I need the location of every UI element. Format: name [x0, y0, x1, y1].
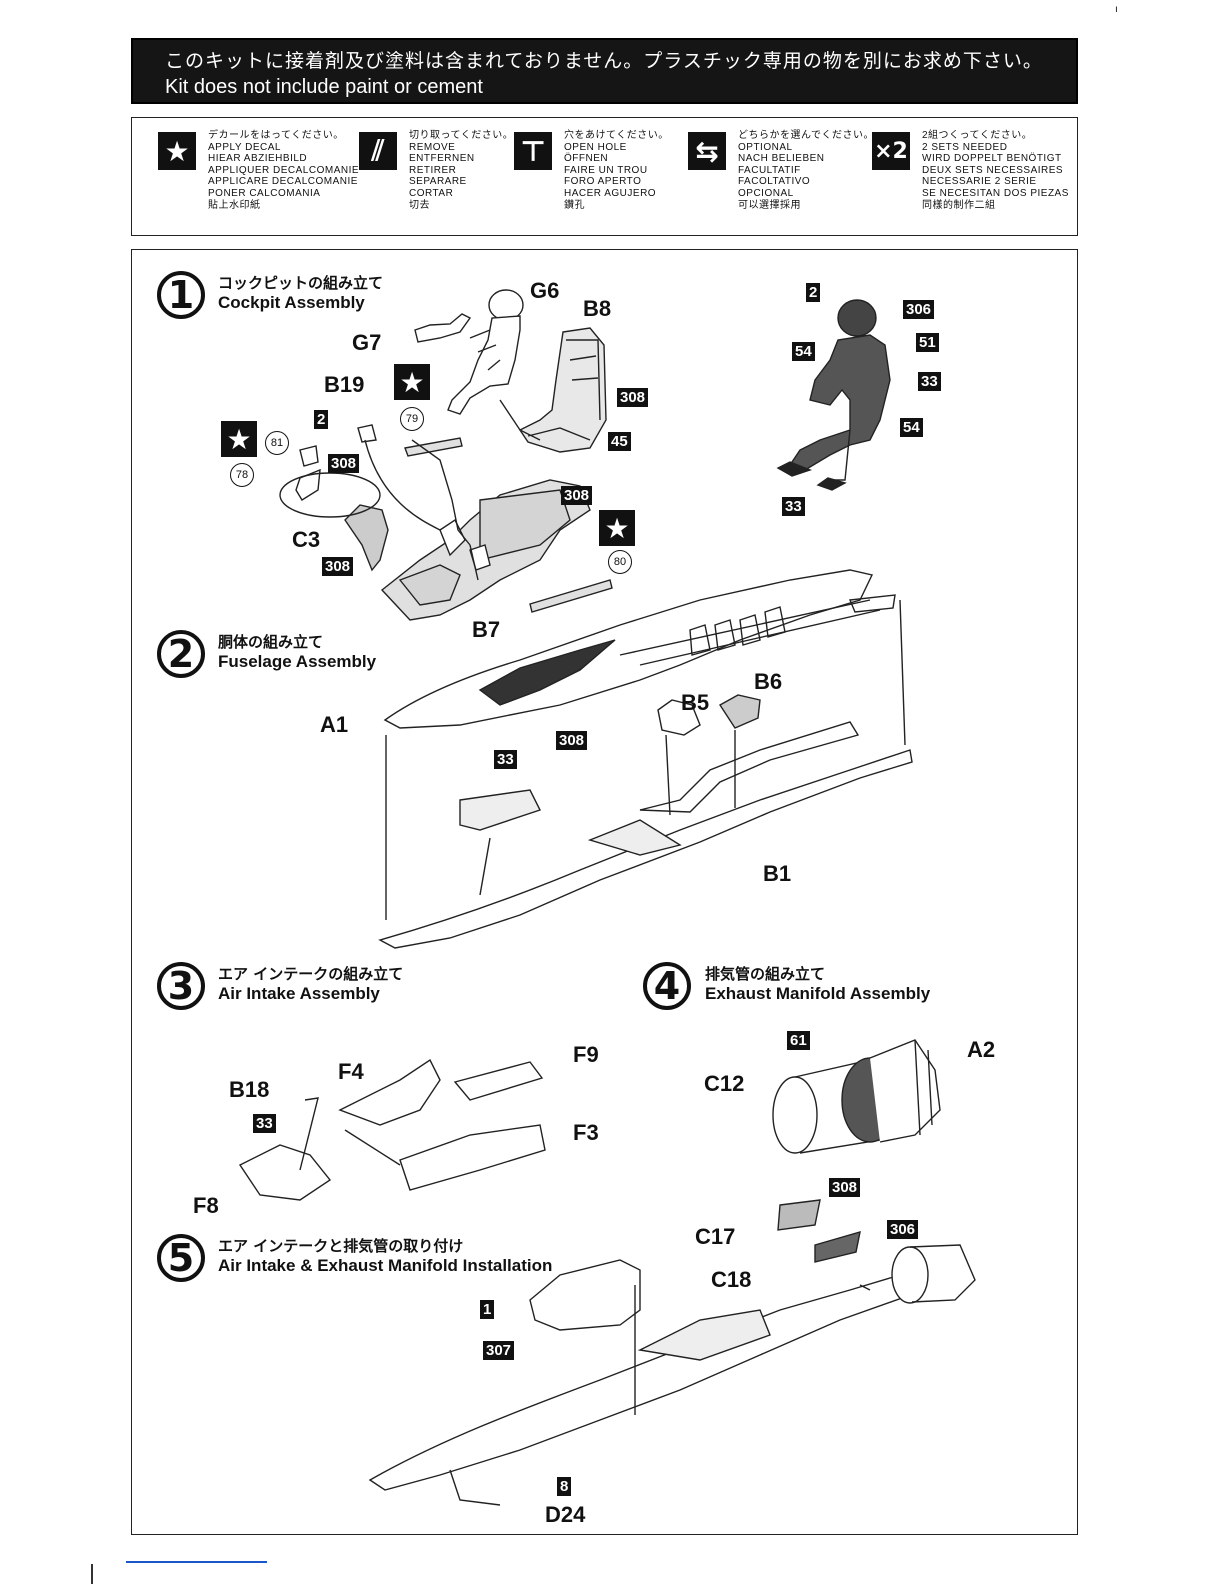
- step-number-3: 3: [157, 962, 205, 1010]
- part-label-g7: G7: [352, 330, 382, 355]
- part-label-a2: A2: [967, 1037, 996, 1062]
- paint-code: 308: [617, 388, 649, 407]
- part-label-a1: A1: [320, 712, 349, 737]
- paint-code: 308: [561, 486, 593, 505]
- part-label-g6: G6: [530, 278, 560, 303]
- star-icon: ★: [394, 364, 430, 400]
- banner-japanese: このキットに接着剤及び塗料は含まれておりません。プラスチック専用の物を別にお求め…: [165, 50, 1043, 72]
- part-label-d24: D24: [545, 1502, 586, 1527]
- part-label-c17: C17: [695, 1224, 736, 1249]
- knife-icon: ⫽: [359, 132, 397, 170]
- margin-mark: [91, 1564, 93, 1584]
- warning-banner: このキットに接着剤及び塗料は含まれておりません。プラスチック専用の物を別にお求め…: [131, 38, 1078, 104]
- part-label-f3: F3: [573, 1120, 599, 1145]
- x2-icon: ×2: [872, 132, 910, 170]
- page-mark: ı: [1115, 4, 1118, 15]
- part-label-f4: F4: [338, 1059, 364, 1084]
- paint-code: 308: [829, 1178, 861, 1197]
- pilot-figure-g6: [447, 289, 524, 415]
- paint-code: 54: [900, 418, 923, 437]
- decal-number: 78: [230, 463, 254, 487]
- part-label-f8: F8: [193, 1193, 219, 1218]
- final-fuselage-installation: [368, 1199, 976, 1506]
- part-label-b7: B7: [472, 617, 501, 642]
- bottom-rule: [126, 1561, 267, 1563]
- paint-code: 54: [792, 342, 815, 361]
- cockpit-tub-b7: [380, 479, 591, 621]
- exhaust-manifold: [772, 1039, 941, 1154]
- drill-icon: ⊤: [514, 132, 552, 170]
- arm-part-g7: [414, 313, 472, 343]
- star-icon: ★: [599, 510, 635, 546]
- paint-code: 308: [556, 731, 588, 750]
- paint-code: 308: [328, 454, 360, 473]
- paint-code: 306: [903, 300, 935, 319]
- decal-number: 80: [608, 550, 632, 574]
- paint-code: 306: [887, 1220, 919, 1239]
- part-label-b6: B6: [754, 669, 783, 694]
- paint-code: 307: [483, 1341, 515, 1360]
- paint-code: 1: [480, 1300, 495, 1319]
- step-number-2: 2: [157, 630, 205, 678]
- part-label-b1: B1: [763, 861, 792, 886]
- paint-code: 33: [782, 497, 805, 516]
- part-label-b8: B8: [583, 296, 612, 321]
- paint-code: 33: [253, 1114, 276, 1133]
- guide-line: [364, 439, 441, 531]
- optional-icon: ⇆: [688, 132, 726, 170]
- fuselage-upper-a1: [383, 569, 896, 729]
- step-number-5: 5: [157, 1234, 205, 1282]
- paint-code: 8: [557, 1477, 572, 1496]
- part-c3: [344, 504, 389, 572]
- part-label-c12: C12: [704, 1071, 745, 1096]
- paint-code: 33: [918, 372, 941, 391]
- banner-english: Kit does not include paint or cement: [165, 76, 483, 98]
- step-number-1: 1: [157, 271, 205, 319]
- stick-b19: [357, 424, 377, 443]
- star-icon: ★: [221, 421, 257, 457]
- part-label-b5: B5: [681, 690, 710, 715]
- paint-code: 45: [608, 432, 631, 451]
- air-intake-assembly: [238, 1058, 546, 1201]
- part-b6: [719, 694, 761, 729]
- paint-code: 33: [494, 750, 517, 769]
- ejection-seat-b8: [518, 327, 607, 453]
- part-b5: [657, 699, 701, 736]
- decal-number: 79: [400, 407, 424, 431]
- part-label-f9: F9: [573, 1042, 599, 1067]
- part-label-b18: B18: [229, 1077, 270, 1102]
- paint-code: 61: [787, 1031, 810, 1050]
- fuselage-lower-b1: [378, 721, 913, 949]
- star-icon: ★: [158, 132, 196, 170]
- part-label-b19: B19: [324, 372, 365, 397]
- decal-number: 81: [265, 431, 289, 455]
- instruction-frame: [131, 249, 1078, 1535]
- part-label-c3: C3: [292, 527, 321, 552]
- part-label-c18: C18: [711, 1267, 752, 1292]
- paint-code: 308: [322, 557, 354, 576]
- paint-code: 2: [314, 410, 329, 429]
- paint-code: 2: [806, 283, 821, 302]
- paint-code: 51: [916, 333, 939, 352]
- step-number-4: 4: [643, 962, 691, 1010]
- painted-pilot-figure: [776, 299, 891, 491]
